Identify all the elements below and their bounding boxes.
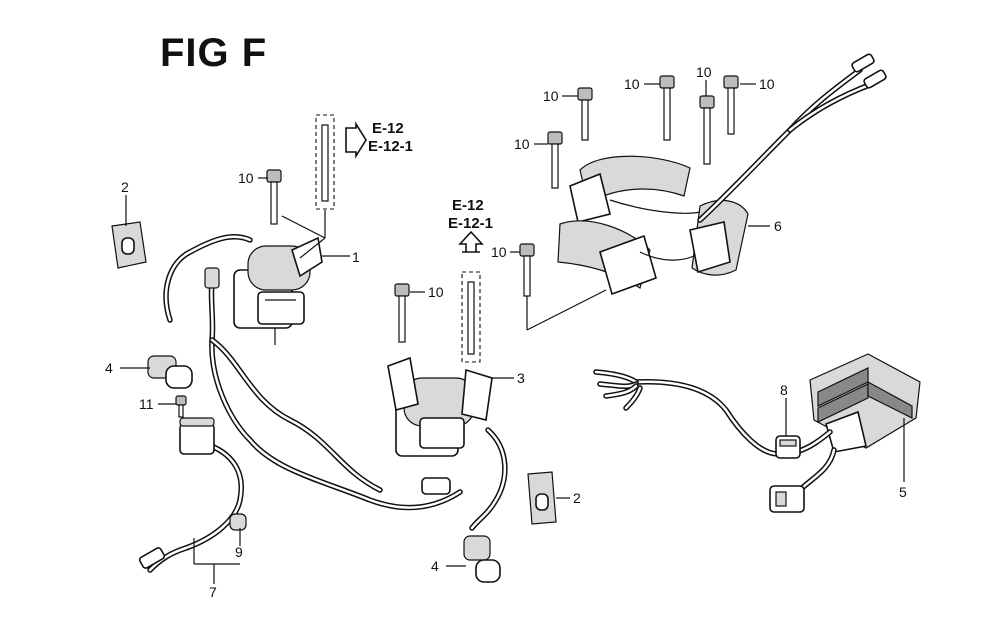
bolt-10-coil1 [266,169,282,225]
bolt-10-stator-d [699,95,715,165]
callout-10-stator-b: 10 [624,76,640,92]
stator-coils-6 [557,155,749,296]
callout-10-stator-f: 10 [491,244,507,260]
connector-8 [775,435,801,459]
figure-title: FIG F [160,31,267,75]
callout-10-stator-d: 10 [696,64,712,80]
bolt-10-coil3 [394,283,410,343]
callout-8: 8 [780,382,788,398]
callout-5: 5 [899,484,907,500]
callout-10-stator-c: 10 [514,136,530,152]
plug-cap-4-upper [147,355,193,389]
ref-mid-line2: E-12-1 [448,215,493,232]
connector-box-7 [138,417,215,569]
callout-10-stator-e: 10 [759,76,775,92]
connector-plug-5 [769,485,805,513]
leader-lines [120,80,905,584]
plug-cap-4-lower [463,535,501,583]
ignition-coil-3 [387,356,493,457]
cap-2-lower [527,471,557,525]
callout-10-stator-a: 10 [543,88,559,104]
stator-wire-6 [697,53,887,223]
callout-7: 7 [209,584,217,600]
cap-2-upper [111,221,147,269]
callout-4-upper: 4 [105,360,113,376]
callout-6: 6 [774,218,782,234]
bolt-10-stator-e [723,75,739,135]
stud-ref-mid [458,230,484,363]
ref-top-line1: E-12 [372,120,404,137]
callout-3: 3 [517,370,525,386]
ref-top-line2: E-12-1 [368,138,413,155]
bolt-10-stator-f [519,243,535,297]
callout-4-lower: 4 [431,558,439,574]
callout-10-coil3: 10 [428,284,444,300]
callout-1: 1 [352,249,360,265]
ignition-coil-1 [233,236,323,345]
stud-ref-top [281,114,367,259]
wire-harness-left [147,234,508,573]
callout-10-coil1: 10 [238,170,254,186]
regulator-wires [593,369,837,493]
bolt-10-stator-b [659,75,675,141]
callout-2-lower: 2 [573,490,581,506]
bolt-10-stator-a [577,87,593,141]
bolt-10-stator-c [547,131,563,189]
callout-2-upper: 2 [121,179,129,195]
bolt-11 [175,395,187,418]
regulator-5 [809,353,921,453]
callout-11: 11 [139,396,154,412]
grommet-9 [229,513,247,531]
callout-9: 9 [235,544,243,560]
ref-mid-line1: E-12 [452,197,484,214]
